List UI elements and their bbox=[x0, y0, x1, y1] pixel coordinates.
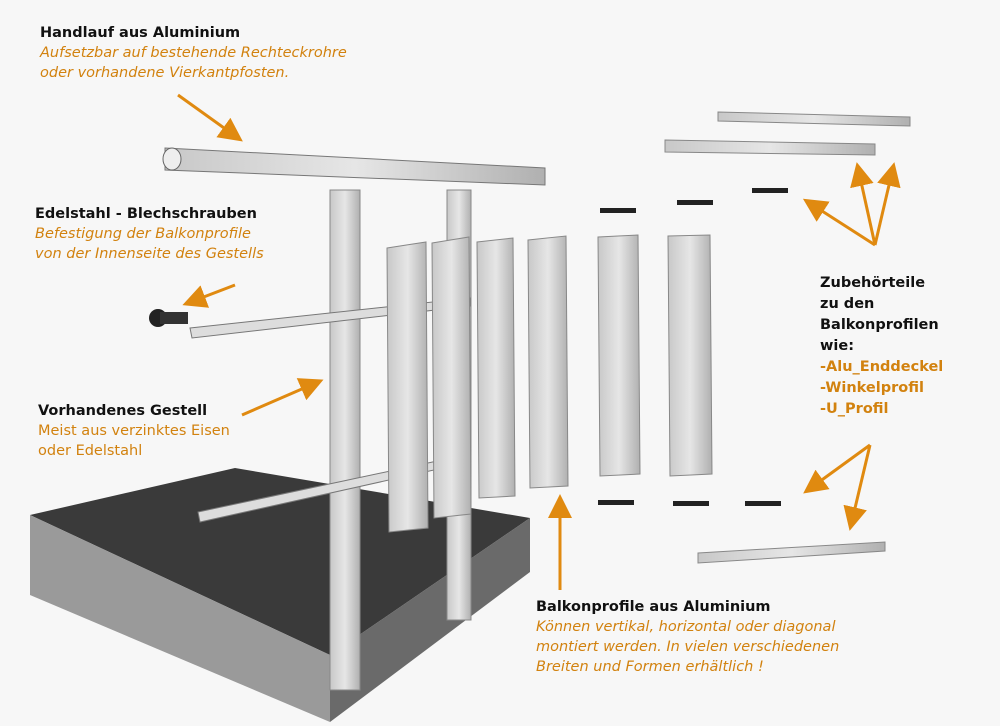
arrows bbox=[177, 93, 901, 590]
profiles-desc-1: Können vertikal, horizontal oder diagona… bbox=[536, 619, 836, 635]
accessories-line-3: Balkonprofilen bbox=[820, 317, 939, 333]
screws-label: Edelstahl - Blechschrauben Befestigung d… bbox=[35, 204, 264, 264]
balcony-profiles bbox=[386, 234, 713, 533]
frame-desc-1: Meist aus verzinktes Eisen bbox=[38, 423, 230, 439]
handrail-title: Handlauf aus Aluminium bbox=[40, 25, 241, 41]
accessory-profiles bbox=[664, 111, 911, 564]
accessories-label: Zubehörteile zu den Balkonprofilen wie: … bbox=[820, 273, 943, 420]
handrail-desc-2: oder vorhandene Vierkantpfosten. bbox=[40, 65, 290, 81]
accessory-item: -Winkelprofil bbox=[820, 380, 924, 396]
screws-desc-2: von der Innenseite des Gestells bbox=[35, 246, 264, 262]
screws-desc-1: Befestigung der Balkonprofile bbox=[35, 226, 251, 242]
profiles-desc-3: Breiten und Formen erhältlich ! bbox=[536, 659, 764, 675]
profiles-desc-2: montiert werden. In vielen verschiedenen bbox=[536, 639, 840, 655]
accessories-line-1: Zubehörteile bbox=[820, 275, 926, 291]
profiles-title: Balkonprofile aus Aluminium bbox=[536, 599, 771, 615]
frame-desc-2: oder Edelstahl bbox=[38, 443, 143, 459]
accessories-line-4: wie: bbox=[820, 338, 854, 354]
frame-title: Vorhandenes Gestell bbox=[38, 403, 208, 419]
profiles-label: Balkonprofile aus Aluminium Können verti… bbox=[536, 597, 839, 677]
accessory-item: -U_Profil bbox=[820, 401, 889, 417]
accessories-line-2: zu den bbox=[820, 296, 875, 312]
frame-label: Vorhandenes Gestell Meist aus verzinktes… bbox=[38, 401, 230, 461]
screws-title: Edelstahl - Blechschrauben bbox=[35, 206, 257, 222]
accessory-item: -Alu_Enddeckel bbox=[820, 359, 944, 375]
handrail bbox=[162, 147, 546, 186]
handrail-desc-1: Aufsetzbar auf bestehende Rechteckrohre bbox=[40, 45, 347, 61]
handrail-label: Handlauf aus Aluminium Aufsetzbar auf be… bbox=[40, 23, 347, 83]
clips bbox=[598, 188, 788, 506]
screw-icon bbox=[149, 309, 188, 327]
